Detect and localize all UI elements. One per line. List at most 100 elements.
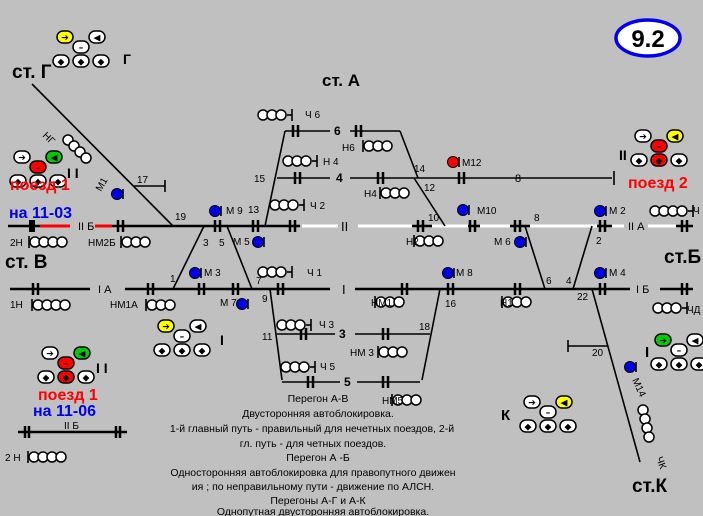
switch-5: 5 — [219, 238, 225, 249]
label-m9: М 9 — [226, 206, 243, 217]
signal-n6 — [362, 140, 393, 152]
switch-19: 19 — [175, 212, 187, 223]
signal-nm1 — [374, 296, 405, 308]
track-label-6: 6 — [334, 124, 341, 138]
panel-g-label: Г — [123, 51, 131, 67]
label-2n-bottom: 2 Н — [5, 453, 21, 464]
signal-lamp — [393, 296, 405, 308]
indicator-lamp — [56, 30, 74, 44]
panel-ii-bottom: ➔◀–◆◆◆ — [37, 346, 95, 384]
switch-22: 22 — [577, 292, 589, 303]
label-ch3: Ч 3 — [319, 320, 334, 331]
indicator-lamp — [41, 346, 59, 360]
indicator-lamp — [690, 357, 703, 371]
dwarf-m2 — [594, 205, 607, 217]
indicator-lamp — [77, 370, 95, 384]
svg-text:◆: ◆ — [636, 157, 643, 167]
signal-ch6 — [257, 109, 293, 121]
svg-text:◀: ◀ — [672, 133, 679, 143]
dwarf-m14 — [624, 361, 637, 373]
label-m5: М 5 — [233, 237, 250, 248]
note-5: Односторонняя автоблокировка для правопу… — [170, 467, 455, 479]
note-6: ия ; по неправильному пути - движение по… — [192, 481, 434, 493]
svg-text:◆: ◆ — [179, 347, 186, 357]
label-m14: М14 — [629, 377, 647, 400]
track-label-iia: II А — [628, 221, 645, 233]
svg-text:◆: ◆ — [565, 423, 572, 433]
switch-15: 15 — [254, 174, 266, 185]
indicator-lamp — [72, 54, 90, 68]
signal-lamp — [59, 299, 71, 311]
label-m4: М 4 — [609, 268, 626, 279]
signal-lamp — [275, 266, 287, 278]
signal-n4 — [379, 187, 410, 199]
switch-11: 11 — [262, 332, 273, 343]
label-m3: М 3 — [204, 268, 221, 279]
train-1b-time: на 11-06 — [33, 403, 96, 420]
svg-text:◀: ◀ — [79, 350, 86, 360]
signal-ch1 — [257, 266, 293, 278]
note-4: Перегон А -Б — [286, 452, 350, 464]
signal-2n — [28, 236, 68, 248]
svg-text:➔: ➔ — [639, 133, 647, 143]
track-label-ii: II — [341, 219, 348, 234]
panel-ii-bottom-label: I I — [96, 360, 108, 376]
svg-text:◆: ◆ — [545, 423, 552, 433]
switch-6: 6 — [546, 276, 552, 287]
indicator-lamp — [52, 54, 70, 68]
svg-text:◀: ◀ — [94, 34, 101, 44]
switch-4: 4 — [566, 276, 572, 287]
note-7: Перегоны А-Г и А-К — [270, 495, 366, 507]
label-ng: НГ — [40, 130, 57, 147]
indicator-lamp — [29, 174, 47, 188]
signal-ch2 — [269, 199, 305, 211]
track-label-ia: I А — [98, 284, 112, 296]
track-label-8-lower: 8 — [534, 213, 540, 224]
indicator-lamp — [539, 419, 557, 433]
label-nm1: НМ1 — [371, 298, 393, 309]
label-n4: Н4 — [364, 189, 377, 200]
svg-text:➔: ➔ — [61, 34, 69, 44]
switch-labels: 1 2 3 4 5 6 7 9 10 11 12 13 14 15 16 17 … — [137, 164, 604, 359]
label-nm3: НМ 3 — [350, 348, 374, 359]
svg-text:◀: ◀ — [692, 337, 699, 347]
signal-lamp — [275, 109, 287, 121]
station-k-label: ст.К — [632, 476, 667, 497]
signal-nm2b — [120, 236, 151, 248]
track-3 — [269, 288, 441, 381]
switch-9: 9 — [262, 294, 268, 305]
dwarf-m7 — [236, 298, 249, 310]
label-m10: М10 — [477, 206, 497, 217]
signal-n1 — [501, 296, 532, 308]
label-nm2b: НМ2Б — [88, 238, 116, 249]
signal-n4-up — [282, 155, 318, 167]
svg-text:–: – — [79, 44, 84, 54]
panel-i-mid: ➔◀–◆◆◆ — [153, 319, 211, 357]
note-1: Двусторонняя автоблокировка. — [242, 408, 394, 420]
switch-14: 14 — [414, 164, 426, 175]
indicator-lamp — [686, 333, 703, 347]
svg-text:–: – — [546, 409, 551, 419]
switch-17: 17 — [137, 175, 149, 186]
dwarf-m9 — [209, 205, 222, 217]
indicator-lamp — [634, 129, 652, 143]
label-nm1a: НМ1А — [110, 300, 138, 311]
signal-lamp — [520, 296, 532, 308]
signal-lamp — [56, 236, 68, 248]
signal-ch3 — [276, 319, 312, 331]
diagram-number-badge: 9.2 — [614, 18, 682, 58]
track-iib-bottom — [18, 426, 127, 438]
indicator-lamp — [173, 343, 191, 357]
indicator-lamp — [193, 343, 211, 357]
svg-text:◆: ◆ — [98, 58, 105, 68]
signal-lamp — [294, 319, 306, 331]
signal-chk — [637, 404, 655, 443]
switch-13: 13 — [248, 205, 260, 216]
signal-lamp — [432, 235, 444, 247]
track-label-3: 3 — [339, 327, 346, 341]
indicator-lamp — [559, 419, 577, 433]
switch-10: 10 — [428, 213, 440, 224]
train-1b-label: поезд 1 — [38, 387, 98, 404]
panel-ii-left: ➔◀–◆◆◆ — [9, 150, 67, 188]
svg-text:➔: ➔ — [162, 323, 170, 333]
